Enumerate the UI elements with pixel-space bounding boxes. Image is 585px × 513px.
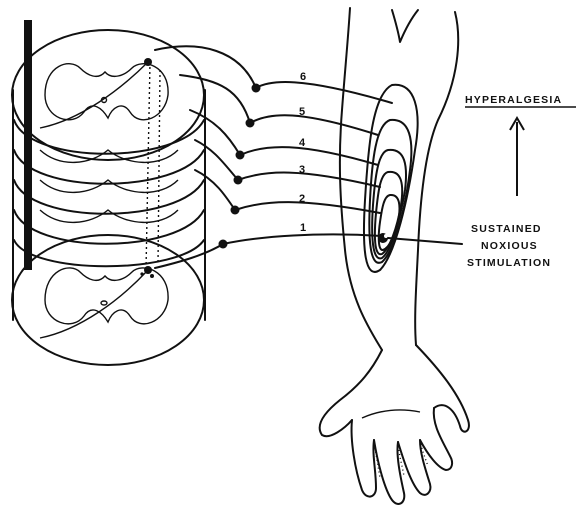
segment-label-6: 6: [300, 71, 306, 83]
fiber-2: [195, 170, 235, 210]
stimulus-label-line2: NOXIOUS: [481, 240, 538, 252]
arm-outline: [320, 8, 469, 504]
spinal-segment-bottom: [12, 235, 204, 365]
spinal-segment-top: [12, 30, 204, 160]
segment-label-1: 1: [300, 222, 306, 234]
fiber-5: [180, 75, 250, 123]
stimulus-label-line3: STIMULATION: [467, 257, 551, 269]
segment-label-3: 3: [299, 164, 305, 176]
segment-label-5: 5: [299, 106, 305, 118]
hyperalgesia-label: HYPERALGESIA: [465, 94, 562, 106]
segment-label-2: 2: [299, 193, 305, 205]
hyperalgesia-zones: [364, 85, 418, 272]
segment-label-4: 4: [299, 137, 306, 149]
stimulus-label-line1: SUSTAINED: [471, 223, 542, 235]
fiber-6: [155, 46, 256, 88]
spinal-cord-column: [12, 20, 205, 365]
stimulation-pointer: [388, 238, 462, 244]
gray-matter-outline: [45, 268, 168, 324]
afferent-fibers: [155, 46, 392, 268]
